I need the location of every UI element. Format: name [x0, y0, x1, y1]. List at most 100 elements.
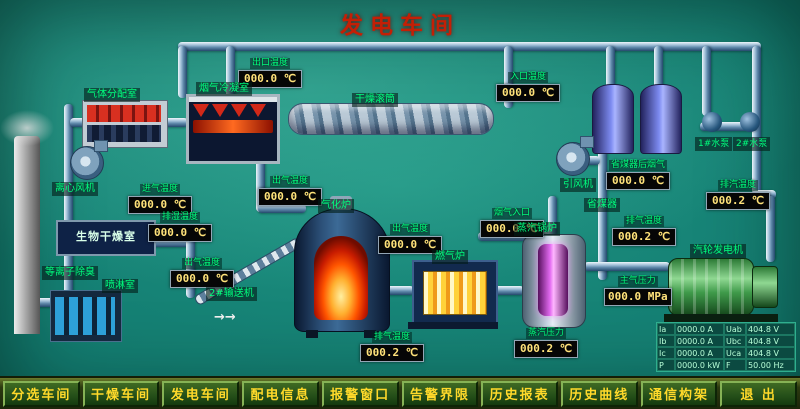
label-steam-boiler: 蒸汽锅炉 — [514, 222, 560, 236]
table-cell: Uca — [724, 347, 746, 359]
table-cell: 0000.0 A — [675, 335, 724, 347]
table-cell: Ubc — [724, 335, 746, 347]
label-conveyor-2: 2#输送机 — [206, 287, 257, 301]
pipe-left-riser — [64, 104, 73, 302]
chimney — [14, 136, 40, 334]
table-cell: P — [657, 359, 675, 371]
instrument-main-steam-pressure: 主气压力 000.0 MPa — [604, 268, 672, 306]
table-cell: 404.8 V — [746, 335, 795, 347]
pipe-economizer — [598, 148, 607, 280]
nav-history-curves[interactable]: 历史曲线 — [560, 380, 638, 407]
instrument-furnace-exhaust-temp: 排气温度 000.2 ℃ — [360, 324, 424, 362]
gas-furnace-flame — [423, 271, 487, 315]
generator-readings-table: Ia 0000.0 A Uab 404.8 V Ib 0000.0 A Ubc … — [656, 322, 796, 372]
label-centrifugal-fan: 离心风机 — [52, 182, 98, 196]
table-cell: 0000.0 A — [675, 347, 724, 359]
turbine-ribs — [669, 259, 753, 315]
pipe-segment — [258, 204, 306, 213]
turbine-generator-end — [752, 266, 778, 308]
nav-sorting-workshop[interactable]: 分选车间 — [3, 380, 80, 407]
pipe-segment — [70, 118, 86, 127]
pipe-segment — [766, 196, 775, 262]
instrument-outlet-temp-top: 出口温度 000.0 ℃ — [238, 50, 302, 88]
bottom-nav-bar: 分选车间 干燥车间 发电车间 配电信息 报警窗口 告警界限 历史报表 历史曲线 … — [0, 376, 800, 409]
label-drying-drum: 干燥滚筒 — [352, 93, 398, 107]
condenser-nozzles — [189, 102, 277, 117]
page-title: 发电车间 — [340, 13, 460, 39]
instrument-steam-pressure: 蒸汽压力 000.2 ℃ — [514, 320, 578, 358]
pipe-segment — [386, 286, 414, 295]
nav-comm-architecture[interactable]: 通信构架 — [640, 380, 718, 407]
gas-distribution-slots — [87, 125, 161, 142]
drying-drum-unit — [288, 103, 494, 135]
nav-power-workshop[interactable]: 发电车间 — [162, 380, 240, 407]
nozzle-icon — [193, 104, 209, 117]
pipe-segment — [256, 156, 265, 212]
table-cell: Ia — [657, 323, 675, 335]
nav-history-reports[interactable]: 历史报表 — [481, 380, 558, 407]
condenser-top-strip — [189, 97, 277, 102]
nav-alarm-window[interactable]: 报警窗口 — [321, 380, 399, 407]
label-gas-furnace: 燃气炉 — [432, 250, 468, 264]
nozzle-icon — [231, 104, 247, 117]
label-economizer: 省煤器 — [584, 198, 620, 212]
flue-gas-condenser-unit — [186, 94, 280, 164]
pipe-segment — [164, 118, 188, 127]
label-plasma-deodorizer: 等离子除臭 — [42, 266, 98, 280]
table-cell: 0000.0 A — [675, 323, 724, 335]
instrument-intake-temp: 进气温度 000.0 ℃ — [128, 176, 192, 214]
pipe-segment — [700, 122, 758, 131]
label-pump-1: 1#水泵 — [695, 137, 733, 151]
pipe-segment — [548, 196, 557, 236]
induced-draft-fan-outlet — [580, 136, 594, 148]
nozzle-icon — [212, 104, 228, 117]
nav-drying-workshop[interactable]: 干燥车间 — [82, 380, 160, 407]
table-cell: 0000.0 kW — [675, 359, 724, 371]
table-cell: 404.8 V — [746, 347, 795, 359]
label-flue-gas-condenser: 烟气冷凝室 — [196, 82, 252, 96]
instrument-outgas-temp-left: 出气温度 000.0 ℃ — [170, 250, 234, 288]
pipe-segment — [606, 46, 615, 90]
condenser-glow — [193, 120, 273, 133]
instrument-gasifier-outgas-temp: 出气温度 000.0 ℃ — [378, 216, 442, 254]
pipe-segment — [702, 46, 711, 116]
centrifugal-fan-outlet — [94, 140, 108, 152]
gas-distribution-elements — [87, 105, 161, 122]
label-pump-2: 2#水泵 — [733, 137, 771, 151]
water-tank-2 — [640, 84, 682, 154]
induced-draft-fan-icon — [556, 142, 590, 176]
pipe-segment — [226, 46, 235, 102]
instrument-exhaust-moisture-temp: 排湿温度 000.0 ℃ — [148, 204, 212, 242]
instrument-outgas-temp-mid: 出气温度 000.0 ℃ — [258, 168, 322, 206]
instrument-turbine-exhaust: 排汽温度 000.2 ℃ — [706, 172, 770, 210]
table-cell: F — [724, 359, 746, 371]
table-cell: Uab — [724, 323, 746, 335]
pipe-segment — [152, 238, 192, 247]
turbine-generator-unit — [668, 258, 754, 316]
table-cell: Ib — [657, 335, 675, 347]
table-cell: 404.8 V — [746, 323, 795, 335]
conveyor-flow-arrows: →→ — [214, 310, 236, 325]
instrument-inlet-temp-top: 入口温度 000.0 ℃ — [496, 64, 560, 102]
nav-distribution-info[interactable]: 配电信息 — [242, 380, 319, 407]
bio-drying-room-unit: 生物干燥室 — [56, 220, 156, 256]
gasifier-flame — [314, 236, 368, 320]
nav-exit[interactable]: 退 出 — [720, 380, 798, 407]
label-turbine-generator: 汽轮发电机 — [690, 244, 746, 258]
gas-furnace-unit — [412, 260, 498, 326]
table-cell: 50.00 Hz — [746, 359, 795, 371]
water-tank-1 — [592, 84, 634, 154]
pipe-segment — [654, 46, 663, 90]
pipe-top-main — [178, 42, 761, 51]
smoke-plume — [0, 110, 54, 146]
pipe-segment — [492, 286, 524, 295]
pump-2-icon — [740, 112, 760, 132]
gasifier-leg — [306, 330, 318, 338]
nav-alarm-limits[interactable]: 告警界限 — [401, 380, 479, 407]
spray-room-building — [50, 290, 122, 342]
pump-1-icon — [702, 112, 722, 132]
turbine-generator-base — [664, 314, 778, 322]
label-spray-room: 喷淋室 — [102, 279, 138, 293]
pipe-segment — [178, 46, 187, 98]
